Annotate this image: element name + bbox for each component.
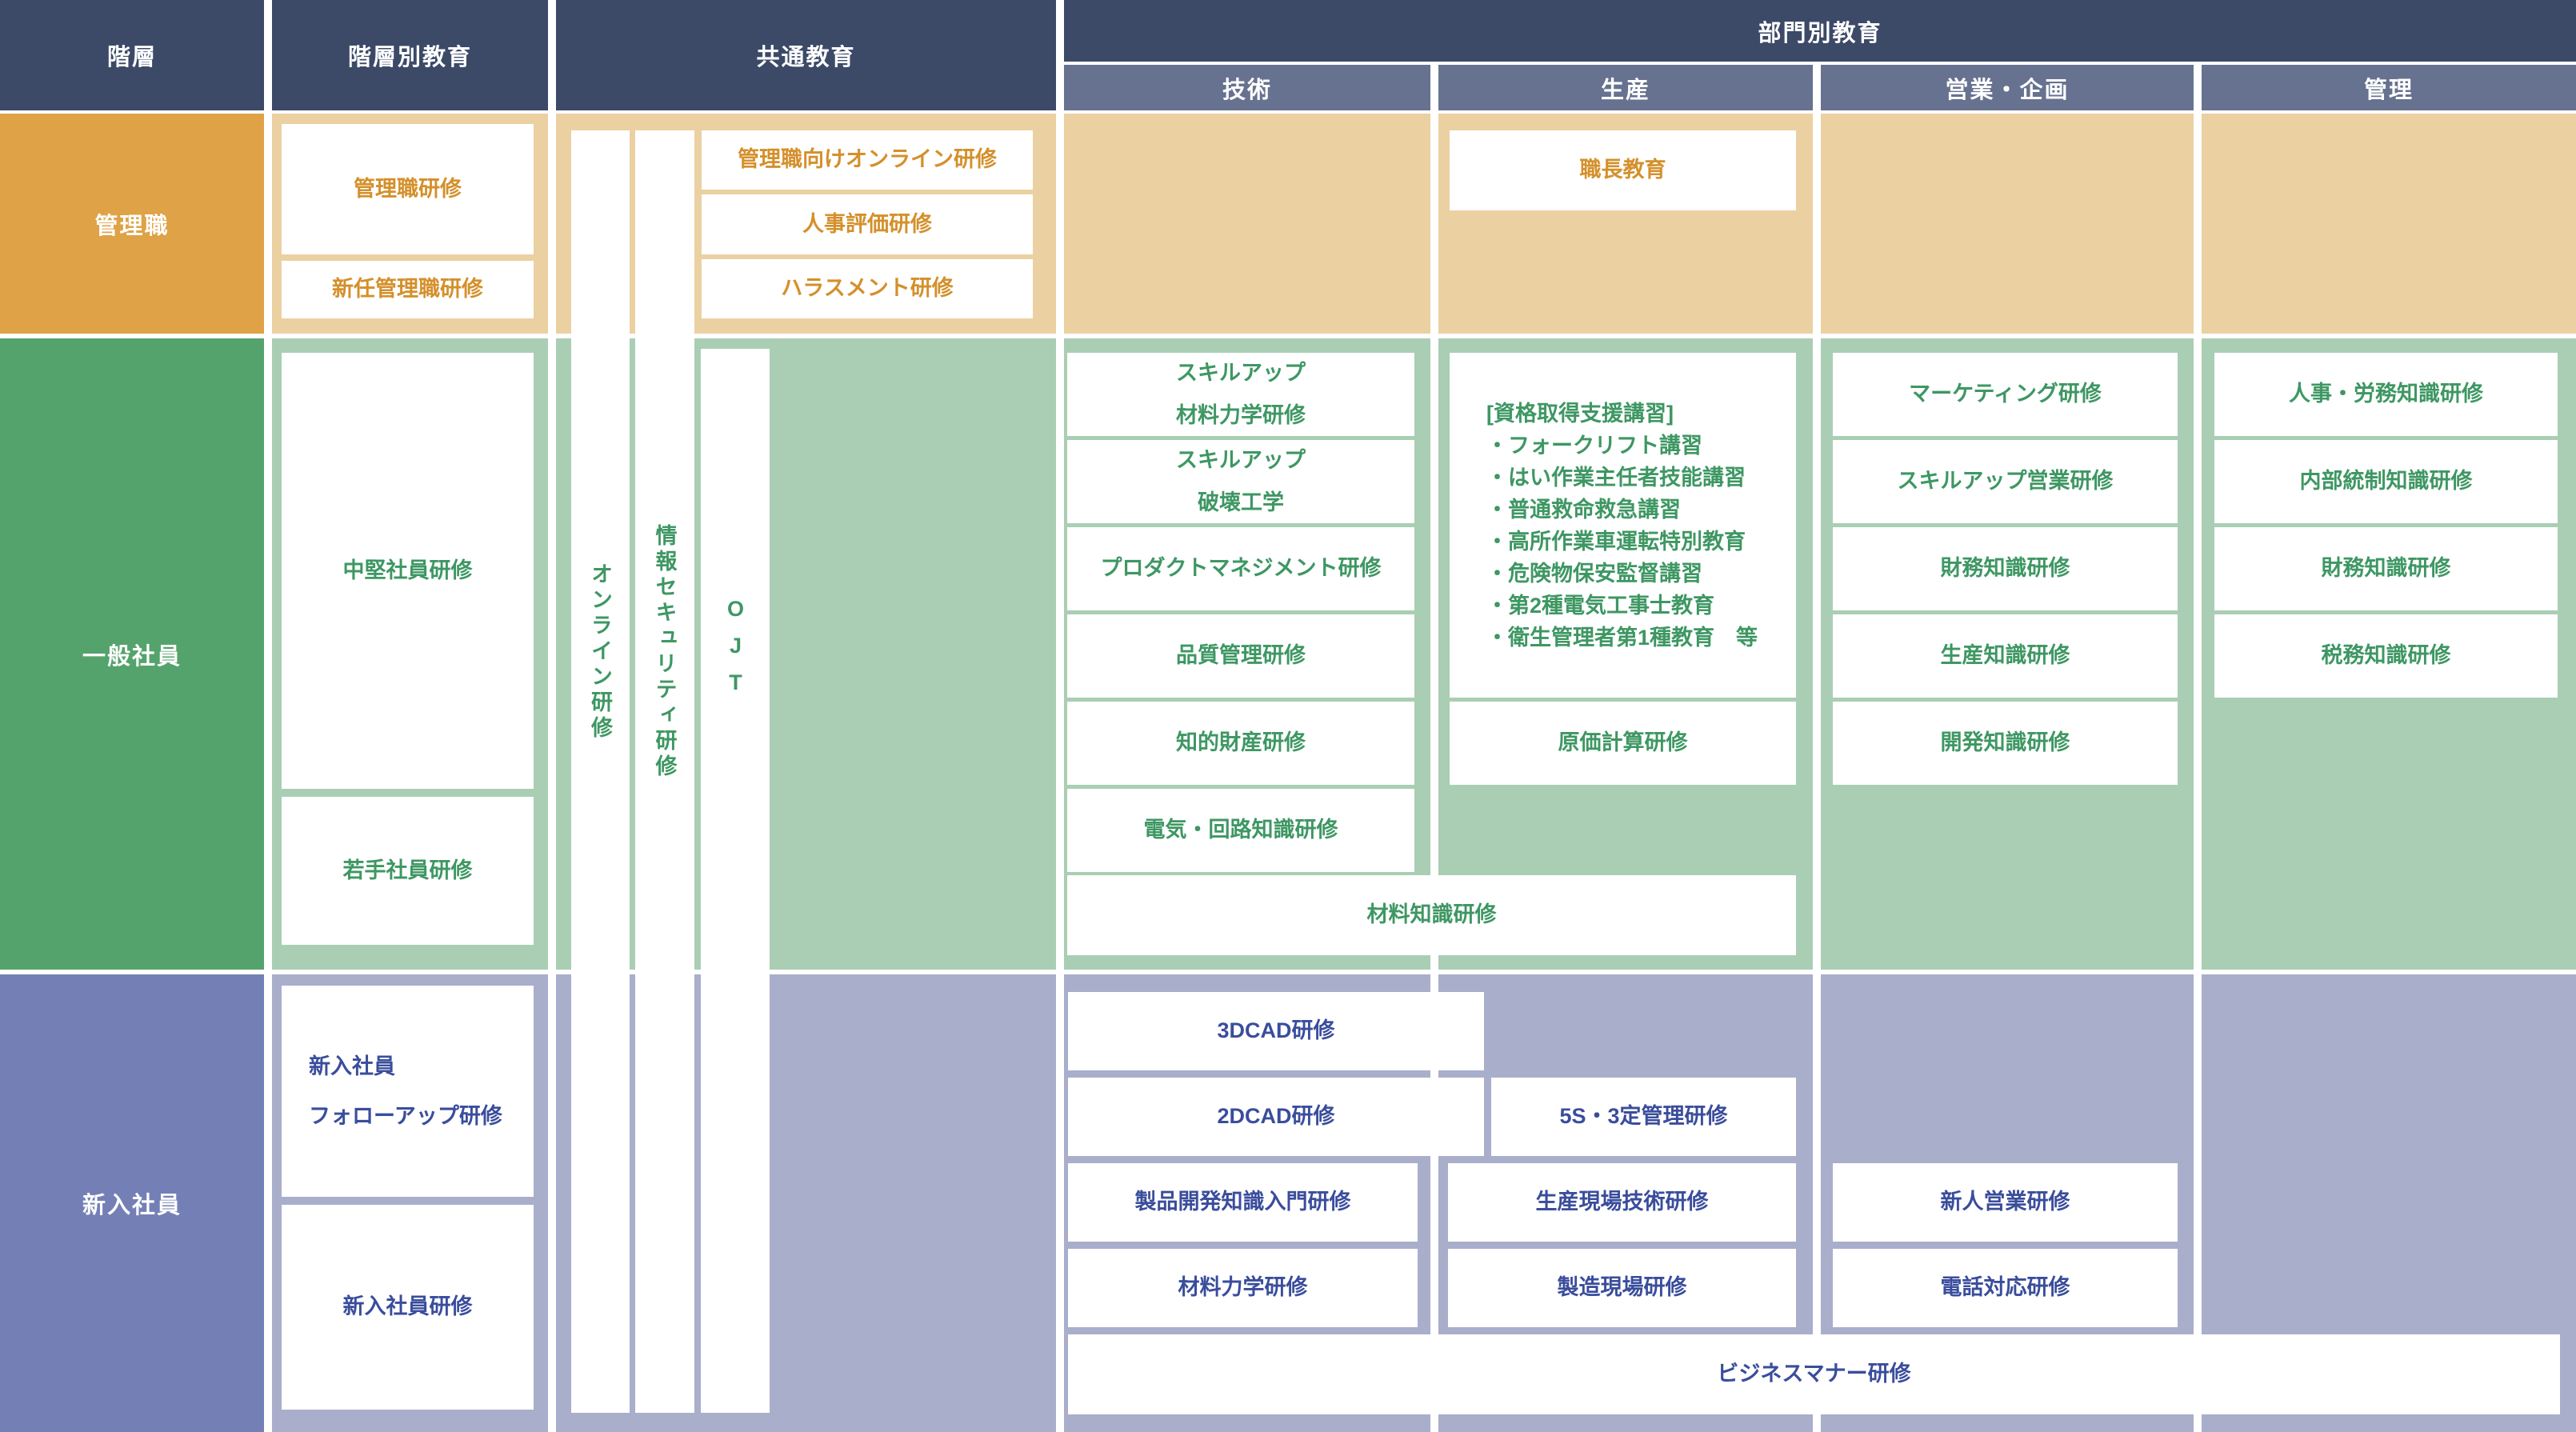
box-marketing-training: マーケティング研修 — [1833, 353, 2178, 436]
strip-online-training — [571, 130, 630, 1413]
box-manufacturing-site-training: 製造現場研修 — [1448, 1249, 1796, 1327]
box-production-site-tech-training: 生産現場技術研修 — [1448, 1163, 1796, 1242]
box-harassment-training: ハラスメント研修 — [702, 259, 1033, 318]
row-management-admin-cell — [2202, 114, 2576, 334]
strip-info-security-label: 情報セキュリティ研修 — [652, 524, 677, 780]
strip-online-training-label: オンライン研修 — [588, 562, 612, 742]
row-newcomer-common-cell — [556, 974, 1056, 1432]
box-management-training: 管理職研修 — [282, 124, 534, 254]
box-phone-response-training: 電話対応研修 — [1833, 1249, 2178, 1327]
strip-ojt — [701, 349, 770, 1413]
subheader-production: 生産 — [1438, 65, 1813, 110]
row-general-label: 一般社員 — [0, 338, 264, 970]
box-material-knowledge-training: 材料知識研修 — [1067, 875, 1796, 955]
strip-ojt-label: OJT — [723, 597, 748, 707]
box-3dcad-training: 3DCAD研修 — [1068, 992, 1484, 1070]
box-product-management-training: プロダクトマネジメント研修 — [1067, 527, 1414, 610]
row-management-sales-cell — [1821, 114, 2194, 334]
box-tax-knowledge-training: 税務知識研修 — [2214, 614, 2558, 698]
row-newcomer-label: 新入社員 — [0, 974, 264, 1432]
box-electric-circuit-training: 電気・回路知識研修 — [1067, 789, 1414, 872]
box-finance-knowledge-training-admin: 財務知識研修 — [2214, 527, 2558, 610]
box-finance-knowledge-training-sales: 財務知識研修 — [1833, 527, 2178, 610]
box-midlevel-employee-training: 中堅社員研修 — [282, 353, 534, 789]
strip-info-security-training — [635, 130, 694, 1413]
box-product-dev-intro-training: 製品開発知識入門研修 — [1068, 1163, 1418, 1242]
box-certification-support-list: [資格取得支援講習] ・フォークリフト講習 ・はい作業主任者技能講習 ・普通救命… — [1450, 353, 1796, 698]
row-management-label: 管理職 — [0, 114, 264, 334]
box-newcomer-training: 新入社員研修 — [282, 1205, 534, 1410]
box-2dcad-training: 2DCAD研修 — [1068, 1078, 1484, 1156]
box-newcomer-followup-training: 新入社員 フォローアップ研修 — [282, 986, 534, 1197]
box-cost-accounting-training: 原価計算研修 — [1450, 702, 1796, 785]
box-5s-3tei-training: 5S・3定管理研修 — [1491, 1078, 1796, 1156]
box-material-mechanics-training: 材料力学研修 — [1068, 1249, 1418, 1327]
box-manager-online-training: 管理職向けオンライン研修 — [702, 130, 1033, 190]
row-general-common-cell — [556, 338, 1056, 970]
subheader-engineering: 技術 — [1064, 65, 1430, 110]
box-skillup-sales-training: スキルアップ営業研修 — [1833, 440, 2178, 523]
row-management-engineering-cell — [1064, 114, 1430, 334]
header-hierarchy: 階層 — [0, 0, 264, 110]
strip-online-training-labelwrap: オンライン研修 — [571, 130, 630, 1174]
box-intellectual-property-training: 知的財産研修 — [1067, 702, 1414, 785]
box-skillup-fracture-engineering: スキルアップ 破壊工学 — [1067, 440, 1414, 523]
header-common-education: 共通教育 — [556, 0, 1056, 110]
box-hr-evaluation-training: 人事評価研修 — [702, 194, 1033, 254]
box-new-manager-training: 新任管理職研修 — [282, 261, 534, 318]
subheader-admin: 管理 — [2202, 65, 2576, 110]
box-internal-control-training: 内部統制知識研修 — [2214, 440, 2558, 523]
box-new-sales-training: 新人営業研修 — [1833, 1163, 2178, 1242]
box-development-knowledge-training: 開発知識研修 — [1833, 702, 2178, 785]
box-skillup-material-mechanics: スキルアップ 材料力学研修 — [1067, 353, 1414, 436]
strip-info-security-labelwrap: 情報セキュリティ研修 — [635, 130, 694, 1174]
box-hr-labor-knowledge-training: 人事・労務知識研修 — [2214, 353, 2558, 436]
header-hierarchy-education: 階層別教育 — [272, 0, 548, 110]
box-production-knowledge-training: 生産知識研修 — [1833, 614, 2178, 698]
header-department-education: 部門別教育 — [1064, 0, 2576, 62]
subheader-sales-planning: 営業・企画 — [1821, 65, 2194, 110]
box-business-manner-training: ビジネスマナー研修 — [1068, 1334, 2560, 1414]
box-foreman-education: 職長教育 — [1450, 130, 1796, 210]
box-quality-control-training: 品質管理研修 — [1067, 614, 1414, 698]
strip-ojt-labelwrap: OJT — [701, 349, 770, 955]
box-young-employee-training: 若手社員研修 — [282, 797, 534, 945]
